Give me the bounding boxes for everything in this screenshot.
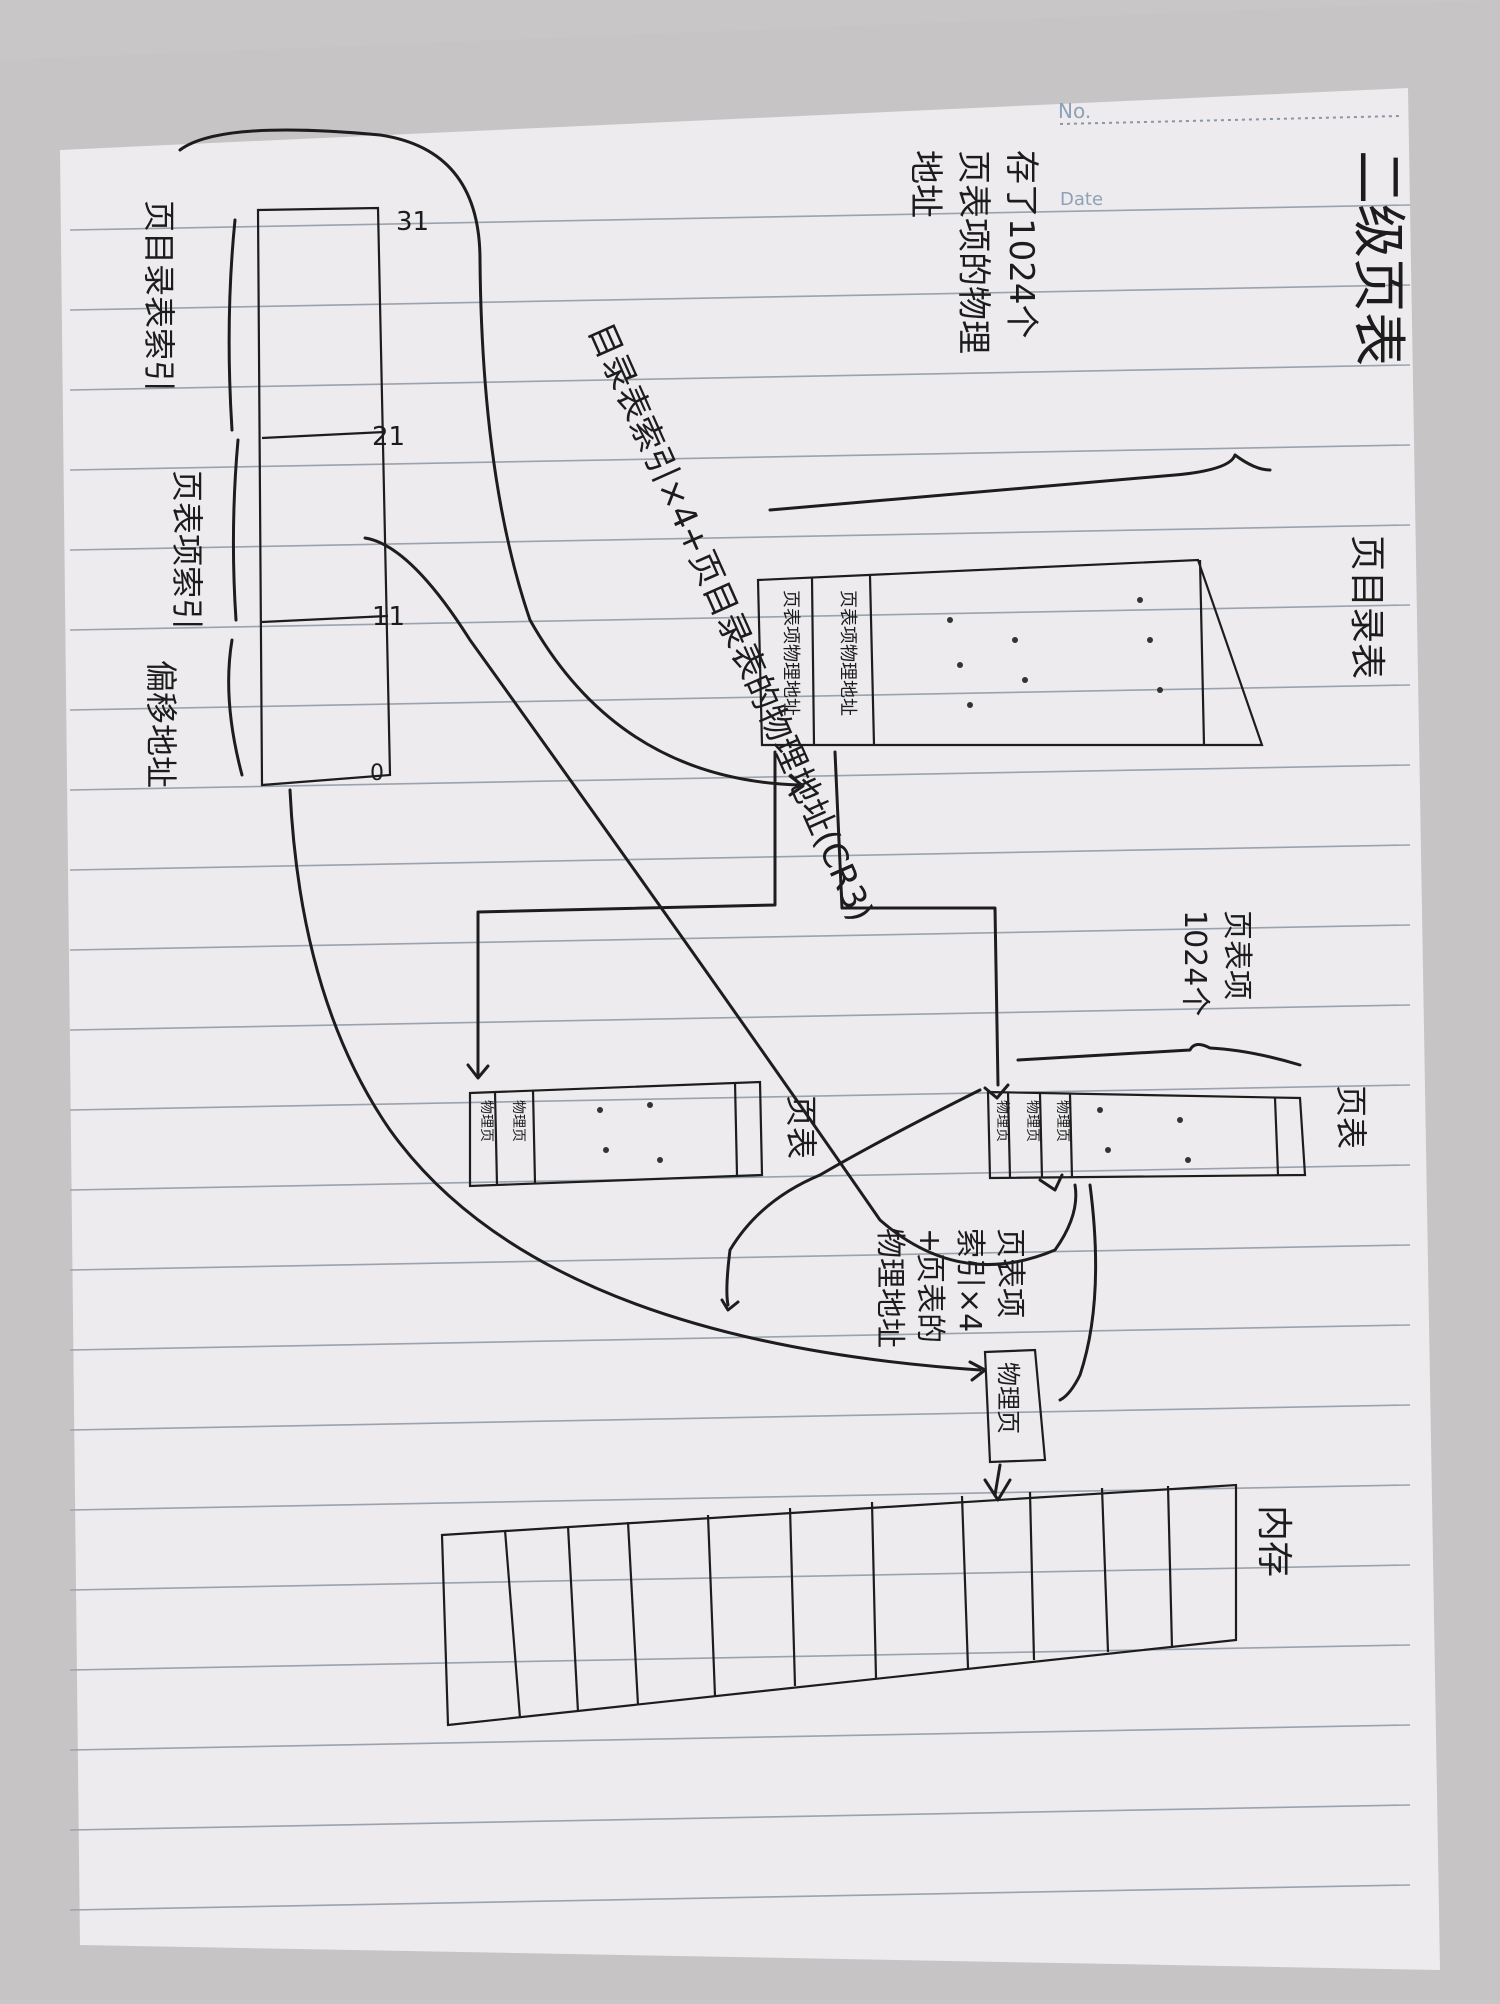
curve-dir-index bbox=[178, 128, 802, 787]
field-pte-group: 页表项索引 bbox=[168, 470, 206, 630]
curve-pte-index bbox=[363, 536, 1078, 1266]
curve-offset bbox=[288, 788, 982, 1372]
memory-label: 内存 bbox=[1253, 1505, 1294, 1577]
memory-label-group: 内存 bbox=[1253, 1505, 1294, 1577]
pt-entry-2: 物理页 bbox=[1024, 1100, 1040, 1142]
note-brace bbox=[768, 453, 1272, 512]
line-to-pt bbox=[833, 750, 1000, 1087]
linear-address: 31 21 11 0 bbox=[227, 206, 429, 787]
field-offset-group: 偏移地址 bbox=[142, 660, 180, 788]
pte-formula-1: 页表项 bbox=[992, 1228, 1027, 1318]
physical-page-label: 物理页 bbox=[994, 1362, 1022, 1434]
paper-sheet bbox=[60, 88, 1440, 1970]
bit-0: 0 bbox=[370, 761, 384, 786]
brace-pte bbox=[231, 438, 240, 622]
diagram-title: 二级页表 bbox=[1347, 150, 1410, 366]
page-directory-label: 页目录表 bbox=[1346, 535, 1387, 679]
pte-formula-4: 物理地址 bbox=[872, 1228, 907, 1348]
no-label: No. bbox=[1058, 99, 1091, 123]
note-line-2: 页表项的物理 bbox=[953, 150, 993, 354]
title-group: 二级页表 bbox=[1347, 150, 1410, 366]
bit-21: 21 bbox=[372, 422, 405, 452]
memory-block bbox=[440, 1483, 1238, 1727]
arrow-head-7 bbox=[720, 1298, 740, 1312]
physical-page-box: 物理页 bbox=[983, 1348, 1047, 1464]
arrow-head-6 bbox=[968, 1360, 987, 1382]
note-line-3: 地址 bbox=[905, 150, 945, 218]
note-group: 存了1024个 页表项的物理 地址 bbox=[905, 150, 1041, 354]
brace-dir bbox=[227, 218, 237, 432]
page-table: 物理页 物理页 物理页 bbox=[986, 1090, 1307, 1180]
field-dir-index: 页目录表索引 bbox=[140, 200, 178, 392]
bit-31: 31 bbox=[396, 207, 429, 237]
dir-entry-1: 页表项物理地址 bbox=[780, 590, 801, 716]
arrow-head-3 bbox=[788, 774, 805, 797]
page-table-label: 页表 bbox=[1332, 1085, 1370, 1149]
pt-count-1: 1024个 bbox=[1177, 910, 1212, 1016]
curve-pt-down bbox=[725, 1088, 982, 1307]
pte-formula-group: 页表项 索引×4 +页表的 物理地址 bbox=[872, 1228, 1027, 1348]
arrow-head-5 bbox=[466, 1063, 490, 1080]
pt2-entry-1: 物理页 bbox=[478, 1100, 494, 1142]
arrow-head-2 bbox=[983, 1478, 1012, 1502]
pt-count-brace bbox=[1016, 1043, 1302, 1067]
date-label: Date bbox=[1060, 189, 1103, 210]
pt2-entry-2: 物理页 bbox=[510, 1100, 526, 1142]
field-offset: 偏移地址 bbox=[142, 660, 180, 788]
pt-count-2: 页表项 bbox=[1219, 910, 1254, 1000]
pt-entry-3: 物理页 bbox=[1054, 1100, 1070, 1142]
line-to-pt2 bbox=[476, 750, 777, 1077]
field-dir-group: 页目录表索引 bbox=[140, 200, 178, 392]
page-dir-label-group: 页目录表 bbox=[1346, 535, 1387, 679]
pte-formula-2: 索引×4 bbox=[952, 1228, 987, 1332]
brace-offset bbox=[227, 638, 244, 777]
arrow-head-1 bbox=[1038, 1173, 1064, 1192]
field-pte-index: 页表项索引 bbox=[168, 470, 206, 630]
page-table-label-group: 页表 bbox=[1332, 1085, 1370, 1149]
page-table-2: 物理页 物理页 bbox=[468, 1080, 764, 1188]
arrow-head-4 bbox=[983, 1083, 1010, 1100]
connectors bbox=[178, 128, 1098, 1502]
ruled-lines bbox=[69, 115, 1411, 1911]
pt-entry-1: 物理页 bbox=[994, 1100, 1010, 1142]
page-directory-table: 页表项物理地址 页表项物理地址 bbox=[756, 558, 1264, 747]
dir-entry-2: 页表项物理地址 bbox=[837, 590, 858, 716]
pt-count-group: 1024个 页表项 bbox=[1177, 910, 1254, 1016]
note-line-1: 存了1024个 bbox=[1001, 150, 1041, 339]
curve-pt-to-page bbox=[1058, 1183, 1098, 1402]
bit-11: 11 bbox=[372, 602, 405, 632]
arrow-page-to-mem bbox=[993, 1463, 1002, 1497]
